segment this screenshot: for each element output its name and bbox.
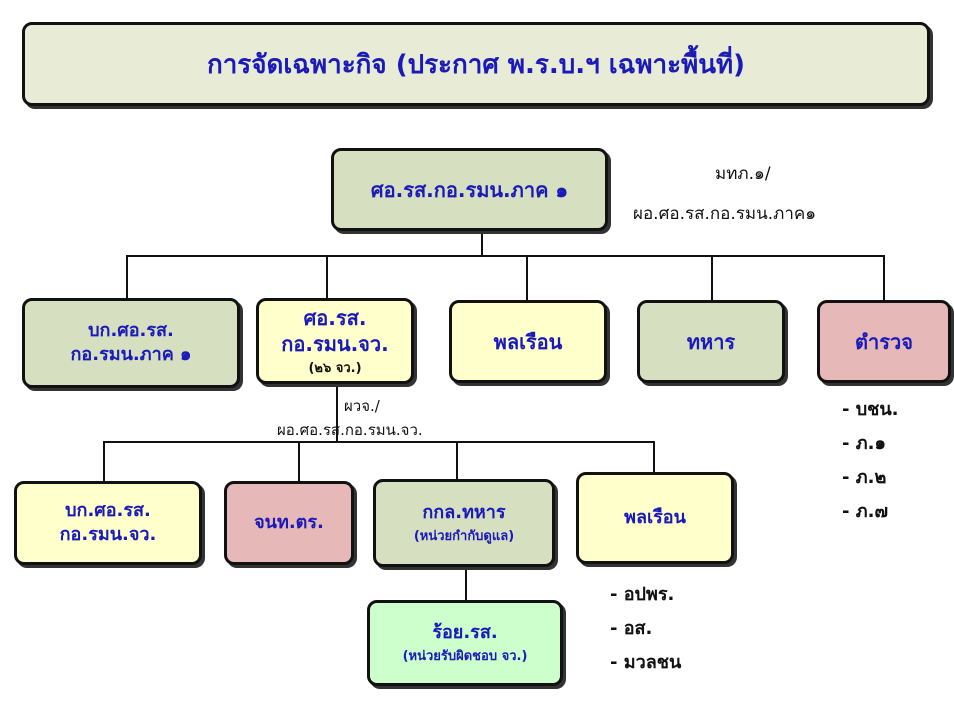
connector-line (526, 255, 528, 300)
page-title: การจัดเฉพาะกิจ (ประกาศ พ.ร.บ.ฯ เฉพาะพื้น… (22, 22, 930, 106)
connector-line (481, 230, 483, 256)
node-hq-province: บก.ศอ.รส. กอ.รมน.จว. (14, 481, 202, 565)
connector-line (126, 255, 885, 257)
node-line2: กอ.รมน.จว. (59, 524, 157, 545)
connector-line (883, 255, 885, 300)
commander-note: มทภ.๑/ (715, 160, 771, 187)
node-police: ตำรวจ (817, 300, 951, 383)
police-unit-list: - บชน. - ภ.๑ - ภ.๒ - ภ.๗ (842, 393, 899, 529)
node-line1: ร้อย.รส. (432, 621, 498, 643)
node-label: ตำรวจ (855, 329, 913, 354)
node-label: พลเรือน (624, 507, 686, 528)
list-item: - ภ.๒ (842, 467, 887, 488)
connector-line (336, 383, 338, 441)
node-label: ทหาร (686, 329, 736, 354)
list-item: - ภ.๗ (842, 501, 888, 522)
node-label: ศอ.รส.กอ.รมน.ภาค ๑ (370, 177, 569, 202)
node-hq-region: บก.ศอ.รส. กอ.รมน.ภาค ๑ (22, 298, 240, 388)
node-soc-province: ศอ.รส. กอ.รมน.จว. (๒๖ จว.) (256, 298, 414, 384)
node-civilian-province: พลเรือน (576, 472, 734, 564)
connector-line (653, 441, 655, 473)
node-label: พลเรือน (493, 329, 563, 354)
list-item: - ภ.๑ (842, 433, 886, 454)
node-line2: กอ.รมน.จว. (281, 331, 389, 356)
director-note-line2: ผอ.ศอ.รส.กอ.รมน.ภาค๑ (633, 204, 817, 224)
node-police-officers: จนท.ตร. (224, 481, 354, 565)
node-label: จนท.ตร. (254, 512, 324, 533)
node-line1: ศอ.รส. (303, 305, 367, 330)
governor-note: ผวจ./ (344, 394, 380, 418)
commander-note-line1: มทภ.๑/ (715, 164, 771, 184)
list-item: - อส. (610, 618, 653, 639)
node-line1: กกล.ทหาร (422, 501, 506, 523)
connector-line (456, 441, 458, 481)
node-sub: (๒๖ จว.) (308, 360, 362, 376)
list-item: - บชน. (842, 399, 899, 420)
civilian-unit-list: - อปพร. - อส. - มวลชน (610, 578, 681, 680)
node-soc-region: ศอ.รส.กอ.รมน.ภาค ๑ (331, 148, 608, 231)
node-sub: (หน่วยกำกับดูแล) (413, 528, 515, 544)
governor-note-line1: ผวจ./ (344, 397, 380, 415)
connector-line (326, 255, 328, 300)
connector-line (298, 441, 300, 481)
connector-line (711, 255, 713, 300)
list-item: - อปพร. (610, 584, 675, 605)
page-title-text: การจัดเฉพาะกิจ (ประกาศ พ.ร.บ.ฯ เฉพาะพื้น… (206, 49, 746, 80)
node-sub: (หน่วยรับผิดชอบ จว.) (402, 648, 528, 664)
governor-note-line2: ผอ.ศอ.รส.กอ.รมน.จว. (277, 421, 423, 439)
node-military-unit: กกล.ทหาร (หน่วยกำกับดูแล) (373, 479, 555, 567)
list-item: - มวลชน (610, 652, 682, 673)
node-military: ทหาร (637, 300, 785, 383)
node-line1: บก.ศอ.รส. (88, 320, 174, 341)
connector-line (103, 441, 105, 481)
node-line2: กอ.รมน.ภาค ๑ (70, 344, 192, 365)
connector-line (465, 568, 467, 601)
node-line1: บก.ศอ.รส. (65, 500, 151, 521)
node-company: ร้อย.รส. (หน่วยรับผิดชอบ จว.) (367, 600, 563, 686)
province-director-note: ผอ.ศอ.รส.กอ.รมน.จว. (277, 418, 423, 442)
connector-line (126, 255, 128, 300)
director-note: ผอ.ศอ.รส.กอ.รมน.ภาค๑ (633, 200, 816, 227)
connector-line (103, 441, 655, 443)
node-civilian: พลเรือน (449, 300, 607, 383)
